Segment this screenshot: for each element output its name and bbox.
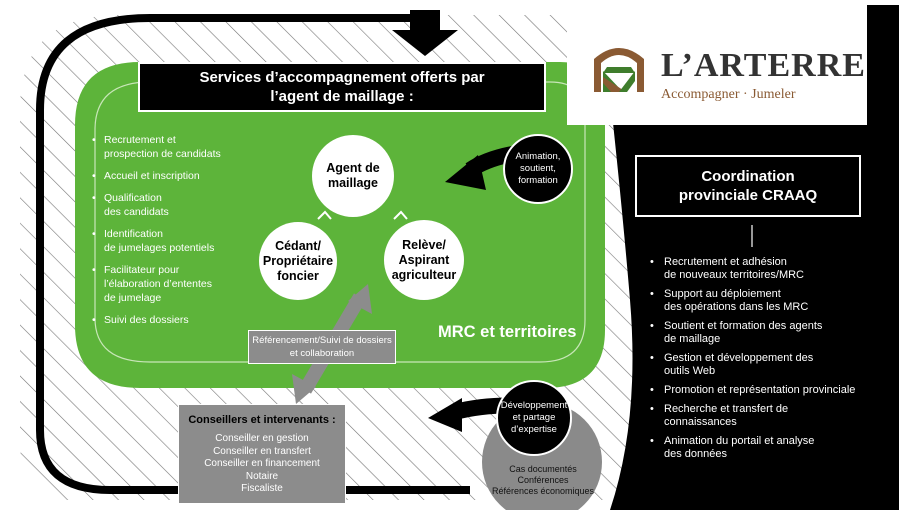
arterre-logo: L’ARTERRE Accompagner · Jumeler <box>567 5 867 125</box>
developpement-circle: Développement et partage d’expertise <box>496 380 572 456</box>
referencement-line: et collaboration <box>289 348 355 359</box>
service-item-line: Identification <box>104 228 163 240</box>
cedant-circle: Cédant/ Propriétaire foncier <box>259 222 337 300</box>
logo-tagline: Accompagner · Jumeler <box>661 87 796 102</box>
services-title-line2: l’agent de maillage : <box>270 88 414 105</box>
conseiller-item: Conseiller en financement <box>204 458 320 469</box>
resource-item: Cas documentés <box>509 464 577 474</box>
cedant-label-line: Cédant/ <box>275 238 321 253</box>
logo-name: L’ARTERRE <box>661 47 866 84</box>
releve-label-line: Relève/ <box>402 237 446 252</box>
service-item-line: Suivi des dossiers <box>104 314 189 326</box>
referencement-box: Référencement/Suivi de dossiers et colla… <box>248 330 396 364</box>
service-item-line: des candidats <box>104 206 169 218</box>
developpement-line: d’expertise <box>511 424 557 435</box>
coord-item-line: Recrutement et adhésion <box>664 256 787 268</box>
referencement-line: Référencement/Suivi de dossiers <box>252 335 392 346</box>
coord-item: Animation du portail et analyse des donn… <box>650 435 899 461</box>
coordination-box: Coordination provinciale CRAAQ <box>635 155 861 217</box>
service-item: Accueil et inscription <box>92 169 272 183</box>
coord-item-line: des données <box>664 448 727 460</box>
coord-item-line: Soutient et formation des agents <box>664 320 823 332</box>
coordination-list: Recrutement et adhésion de nouveaux terr… <box>650 256 899 467</box>
conseiller-item: Notaire <box>245 470 279 482</box>
service-item-line: Qualification <box>104 192 162 204</box>
coord-item: Promotion et représentation provinciale <box>650 384 899 397</box>
releve-label-line: Aspirant <box>398 252 450 267</box>
conseiller-item: Conseiller en transfert <box>213 445 311 457</box>
coord-item-line: Animation du portail et analyse <box>664 435 815 447</box>
coord-item: Soutient et formation des agents de mail… <box>650 320 899 346</box>
service-item: Recrutement et prospection de candidats <box>92 133 272 161</box>
coord-item-line: Support au déploiement <box>664 288 781 300</box>
conseillers-box: Conseillers et intervenants : Conseiller… <box>178 404 346 504</box>
resource-item: Conférences <box>517 475 569 485</box>
coord-item-line: de nouveaux territoires/MRC <box>664 269 805 281</box>
coord-item-line: Promotion et représentation provinciale <box>664 384 856 396</box>
services-list: Recrutement et prospection de candidats … <box>92 133 272 335</box>
connector-left <box>317 210 332 220</box>
service-item: Qualification des candidats <box>92 191 272 219</box>
cedant-label-line: foncier <box>277 268 319 283</box>
coord-item: Recrutement et adhésion de nouveaux terr… <box>650 256 899 282</box>
entry-arrow <box>392 10 458 56</box>
releve-circle: Relève/ Aspirant agriculteur <box>384 220 464 300</box>
agent-circle: Agent de maillage <box>312 135 394 217</box>
service-item: Identification de jumelages potentiels <box>92 227 272 255</box>
agent-label-line: maillage <box>327 176 379 190</box>
service-item-line: de jumelages potentiels <box>104 242 215 254</box>
coord-item-line: connaissances <box>664 416 737 428</box>
service-item-line: Accueil et inscription <box>104 170 200 182</box>
agent-label-line: Agent de <box>326 161 380 175</box>
coord-item-line: des opérations dans les MRC <box>664 301 809 313</box>
coord-item: Recherche et transfert de connaissances <box>650 403 899 429</box>
services-title: Services d’accompagnement offerts par l’… <box>138 62 546 112</box>
coord-item-line: Gestion et développement des <box>664 352 814 364</box>
conseillers-title: Conseillers et intervenants : <box>188 414 336 426</box>
animation-line: formation <box>518 175 558 186</box>
service-item: Suivi des dossiers <box>92 313 272 327</box>
coord-item-line: de maillage <box>664 333 721 345</box>
coordination-line: Coordination <box>701 168 795 185</box>
service-item-line: prospection de candidats <box>104 148 221 160</box>
animation-line: soutient, <box>520 163 556 174</box>
service-item-line: Recrutement et <box>104 134 176 146</box>
outer-track <box>36 14 470 494</box>
service-item-line: de jumelage <box>104 292 162 304</box>
coord-item-line: Recherche et transfert de <box>664 403 789 415</box>
connector-right <box>393 210 408 220</box>
developpement-line: et partage <box>512 412 556 423</box>
coord-item: Gestion et développement des outils Web <box>650 352 899 378</box>
service-item-line: l’élaboration d’ententes <box>104 278 212 290</box>
mrc-label: MRC et territoires <box>438 323 577 341</box>
resource-item: Références économiques <box>491 486 595 496</box>
conseiller-item: Conseiller en gestion <box>215 433 309 444</box>
releve-label-line: agriculteur <box>391 267 457 282</box>
coord-item: Support au déploiement des opérations da… <box>650 288 899 314</box>
developpement-line: Développement <box>500 400 568 411</box>
logo-mark-icon <box>594 48 644 92</box>
services-title-line1: Services d’accompagnement offerts par <box>199 69 485 86</box>
animation-line: Animation, <box>515 151 561 162</box>
resources-list: Cas documentés Conférences Références éc… <box>482 464 604 497</box>
cedant-label-line: Propriétaire <box>262 253 334 268</box>
animation-circle: Animation, soutient, formation <box>503 134 573 204</box>
conseiller-item: Fiscaliste <box>241 483 283 494</box>
coordination-line: provinciale CRAAQ <box>678 187 818 204</box>
coord-item-line: outils Web <box>664 365 716 377</box>
service-item-line: Facilitateur pour <box>104 264 180 276</box>
service-item: Facilitateur pour l’élaboration d’entent… <box>92 263 272 305</box>
